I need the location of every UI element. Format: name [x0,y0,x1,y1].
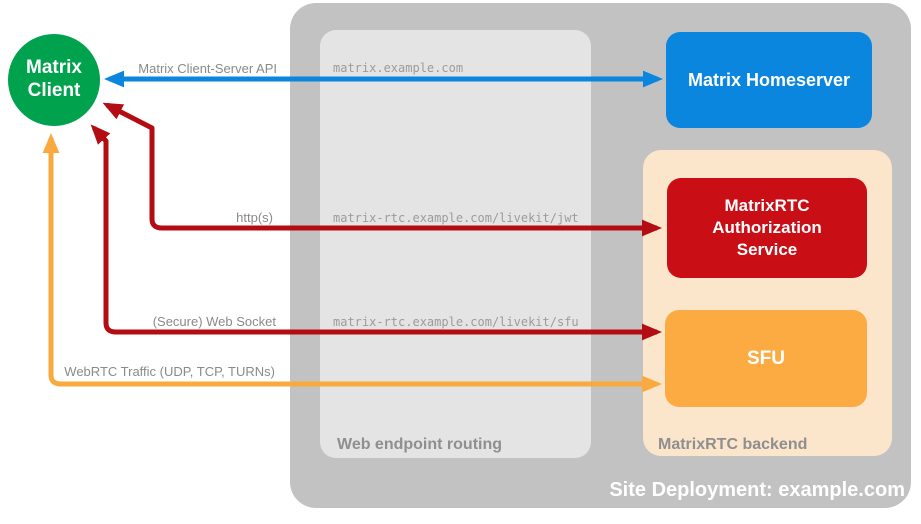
site-deployment-label: Site Deployment: example.com [609,479,905,501]
web-endpoint-routing-label: Web endpoint routing [337,436,503,453]
matrix-client-label: Matrix Client [26,57,82,101]
route-livekit-sfu: matrix-rtc.example.com/livekit/sfu [333,315,579,329]
matrix-client-node: Matrix Client [8,34,100,126]
matrix-homeserver-label: Matrix Homeserver [687,69,851,90]
matrixrtc-authorization-service-node: MatrixRTC Authorization Service [667,178,867,278]
sfu-node: SFU [665,310,867,407]
https-label: http(s) [236,210,273,225]
websocket-label: (Secure) Web Socket [152,314,276,329]
webrtc-traffic-label: WebRTC Traffic (UDP, TCP, TURNs) [64,364,275,379]
route-livekit-jwt: matrix-rtc.example.com/livekit/jwt [333,211,579,225]
matrixrtc-authorization-service-label: MatrixRTC Authorization Service [712,195,822,260]
sfu-label: SFU [747,347,785,369]
route-matrix-example-com: matrix.example.com [333,61,464,75]
web-endpoint-routing-box [320,30,591,458]
matrixrtc-backend-label: MatrixRTC backend [658,436,808,453]
client-server-api-label: Matrix Client-Server API [138,61,277,76]
matrix-homeserver-node: Matrix Homeserver [666,32,872,128]
